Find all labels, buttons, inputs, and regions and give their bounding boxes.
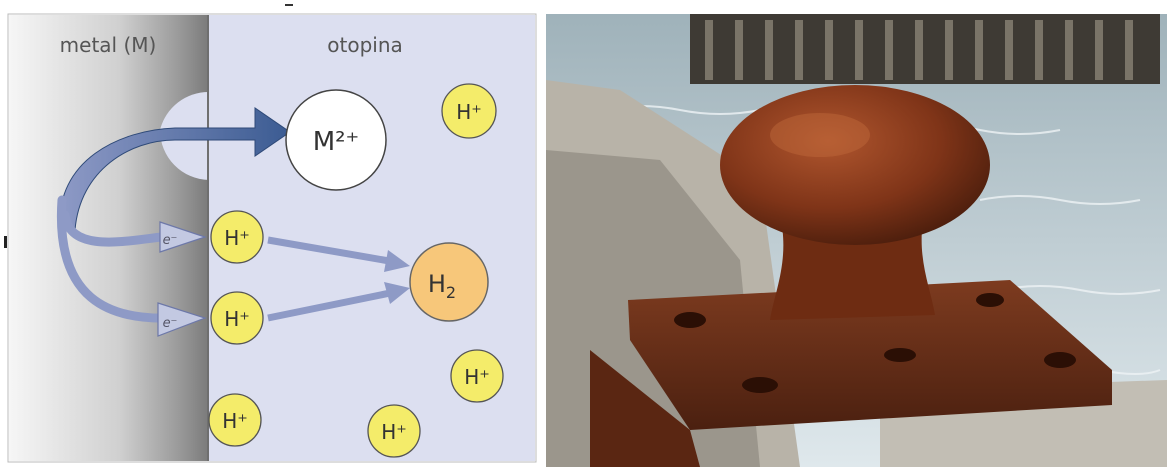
- svg-text:H⁺: H⁺: [464, 365, 490, 389]
- pier: [690, 14, 1160, 84]
- scan-mark: [4, 236, 7, 248]
- metal-ion-label: M²⁺: [313, 127, 360, 157]
- bollard-highlight: [770, 113, 870, 157]
- hydrogen-gas: [410, 243, 488, 321]
- svg-text:H⁺: H⁺: [381, 420, 407, 444]
- hydrogen-ion: H⁺: [368, 405, 420, 457]
- hydrogen-ion: H⁺: [442, 84, 496, 138]
- svg-text:H⁺: H⁺: [224, 307, 250, 331]
- scan-mark: [285, 4, 293, 6]
- hydrogen-ion: H⁺: [451, 350, 503, 402]
- svg-text:H⁺: H⁺: [456, 100, 482, 124]
- corrosion-diagram: metal (M) otopina e⁻ e⁻ M²⁺ H2 H⁺: [4, 4, 536, 462]
- hydrogen-ion: H⁺: [211, 211, 263, 263]
- svg-text:H⁺: H⁺: [224, 226, 250, 250]
- rusted-bollard-photo: [546, 14, 1167, 467]
- hydrogen-ion: H⁺: [209, 394, 261, 446]
- solution-label: otopina: [327, 33, 403, 57]
- hydrogen-ion: H⁺: [211, 292, 263, 344]
- pier-posts: [705, 20, 1133, 80]
- svg-text:H⁺: H⁺: [222, 409, 248, 433]
- metal-label: metal (M): [60, 33, 157, 57]
- electron-label-lower: e⁻: [163, 316, 178, 331]
- bollard-head: [720, 85, 990, 245]
- electron-label-upper: e⁻: [163, 233, 178, 248]
